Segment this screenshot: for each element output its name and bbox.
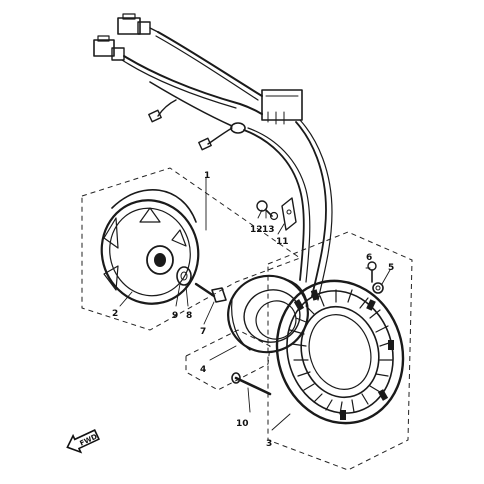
- bracket-washer: [269, 211, 279, 221]
- callout-5: 5: [388, 263, 394, 273]
- stator-bolt-lower: [372, 282, 384, 294]
- callout-numbers: 1 2 3 4 5 6 7 8 9 10 11 12 13: [112, 171, 394, 449]
- wire-bracket: [281, 197, 297, 231]
- rotor-washer: [176, 266, 192, 286]
- callout-12: 12: [250, 225, 263, 235]
- front-arrow-icon: FWD: [66, 429, 100, 454]
- lower-connector-icon: [93, 35, 125, 61]
- callout-9: 9: [172, 311, 178, 321]
- rotor-bolt: [194, 282, 227, 303]
- wire-harness: [93, 13, 333, 301]
- callout-8: 8: [186, 311, 192, 321]
- callout-1: 1: [204, 171, 210, 181]
- callout-10: 10: [236, 419, 249, 429]
- leader-lines: [119, 177, 391, 431]
- callout-2: 2: [112, 309, 118, 319]
- upper-connector-icon: [117, 13, 159, 35]
- callout-13: 13: [262, 225, 275, 235]
- callout-3: 3: [266, 439, 272, 449]
- stator-screw: [231, 372, 272, 396]
- fwd-label: FWD: [79, 433, 99, 448]
- callout-11: 11: [276, 237, 289, 247]
- stator-bolt-upper: [367, 261, 377, 283]
- rotor-part: [100, 189, 200, 305]
- bracket-screw: [256, 200, 273, 217]
- callout-6: 6: [366, 253, 372, 263]
- wire-clamp-icon: [261, 89, 303, 125]
- stator-part: [275, 279, 405, 425]
- callout-7: 7: [200, 327, 206, 337]
- callout-4: 4: [200, 365, 206, 375]
